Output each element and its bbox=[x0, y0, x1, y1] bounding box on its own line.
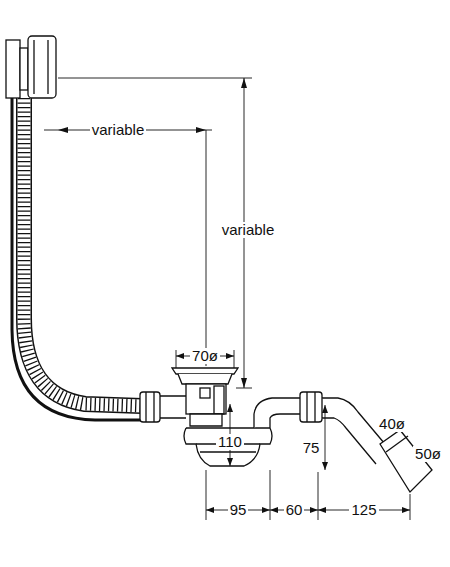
outlet-nut bbox=[300, 392, 322, 422]
dimension-label: variable bbox=[90, 122, 147, 139]
bowden-cable bbox=[12, 98, 150, 420]
overflow-plate bbox=[6, 40, 20, 98]
dimension-arrows bbox=[58, 78, 410, 513]
dimension-label: 40ø bbox=[377, 416, 407, 433]
trap bbox=[184, 428, 272, 466]
dimension-label: 110 bbox=[216, 434, 244, 451]
dimension-label: 95 bbox=[228, 502, 249, 519]
dimension-lines bbox=[44, 78, 410, 520]
dimension-label: 50ø bbox=[413, 446, 443, 463]
hose-nut bbox=[140, 392, 160, 422]
drain-plug bbox=[172, 368, 238, 374]
dimension-label: 60 bbox=[284, 502, 305, 519]
drain-body bbox=[186, 384, 226, 414]
dimension-label: 70ø bbox=[190, 348, 220, 365]
flexible-hose bbox=[24, 98, 142, 406]
illustration bbox=[6, 36, 432, 520]
dimension-label: variable bbox=[220, 222, 277, 239]
dimension-label: 75 bbox=[301, 440, 322, 457]
overflow-cap bbox=[28, 36, 56, 98]
dimension-label: 125 bbox=[349, 502, 378, 519]
